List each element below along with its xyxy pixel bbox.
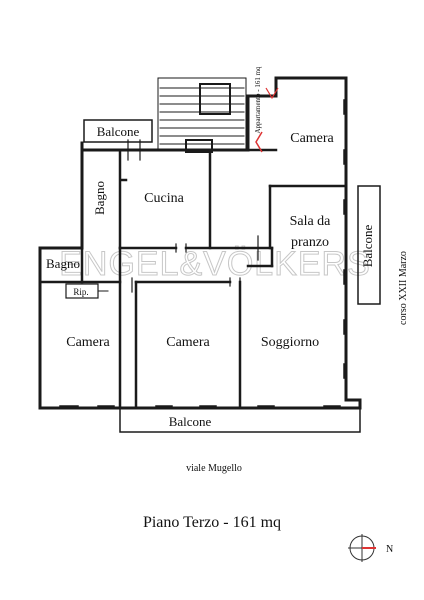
label-bagno-small: Bagno	[46, 256, 80, 271]
label-rip: Rip.	[73, 287, 88, 297]
appartamento-note: Appartamento - 161 mq	[254, 66, 262, 134]
label-camera-c: Camera	[166, 335, 210, 350]
label-balcone-top: Balcone	[97, 124, 140, 139]
plan-caption: Piano Terzo - 161 mq	[143, 514, 281, 531]
compass: N	[348, 534, 393, 562]
label-camera-w: Camera	[66, 335, 110, 350]
label-sala-1: Sala da	[290, 214, 332, 229]
entrance-arrow-top	[265, 87, 279, 100]
balcony-top-outline	[83, 119, 153, 143]
entrance-arrow	[255, 131, 263, 153]
door-marks	[127, 139, 259, 293]
label-sala-2: pranzo	[291, 235, 329, 250]
label-cucina: Cucina	[144, 191, 184, 206]
street-right: corso XXII Marzo	[398, 251, 409, 325]
label-bagno-vertical: Bagno	[92, 181, 107, 215]
label-balcone-bottom: Balcone	[169, 414, 212, 429]
stairwell	[157, 77, 247, 153]
label-soggiorno: Soggiorno	[261, 335, 319, 350]
balcony-bottom-outline	[119, 407, 361, 433]
label-camera-ne: Camera	[290, 131, 334, 146]
windows	[59, 99, 345, 407]
street-bottom: viale Mugello	[186, 463, 242, 474]
watermark: ENGEL&VÖLKERS	[59, 245, 371, 283]
label-balcone-right: Balcone	[360, 224, 375, 267]
compass-north-letter: N	[386, 544, 393, 555]
balcony-right-outline	[357, 185, 381, 305]
